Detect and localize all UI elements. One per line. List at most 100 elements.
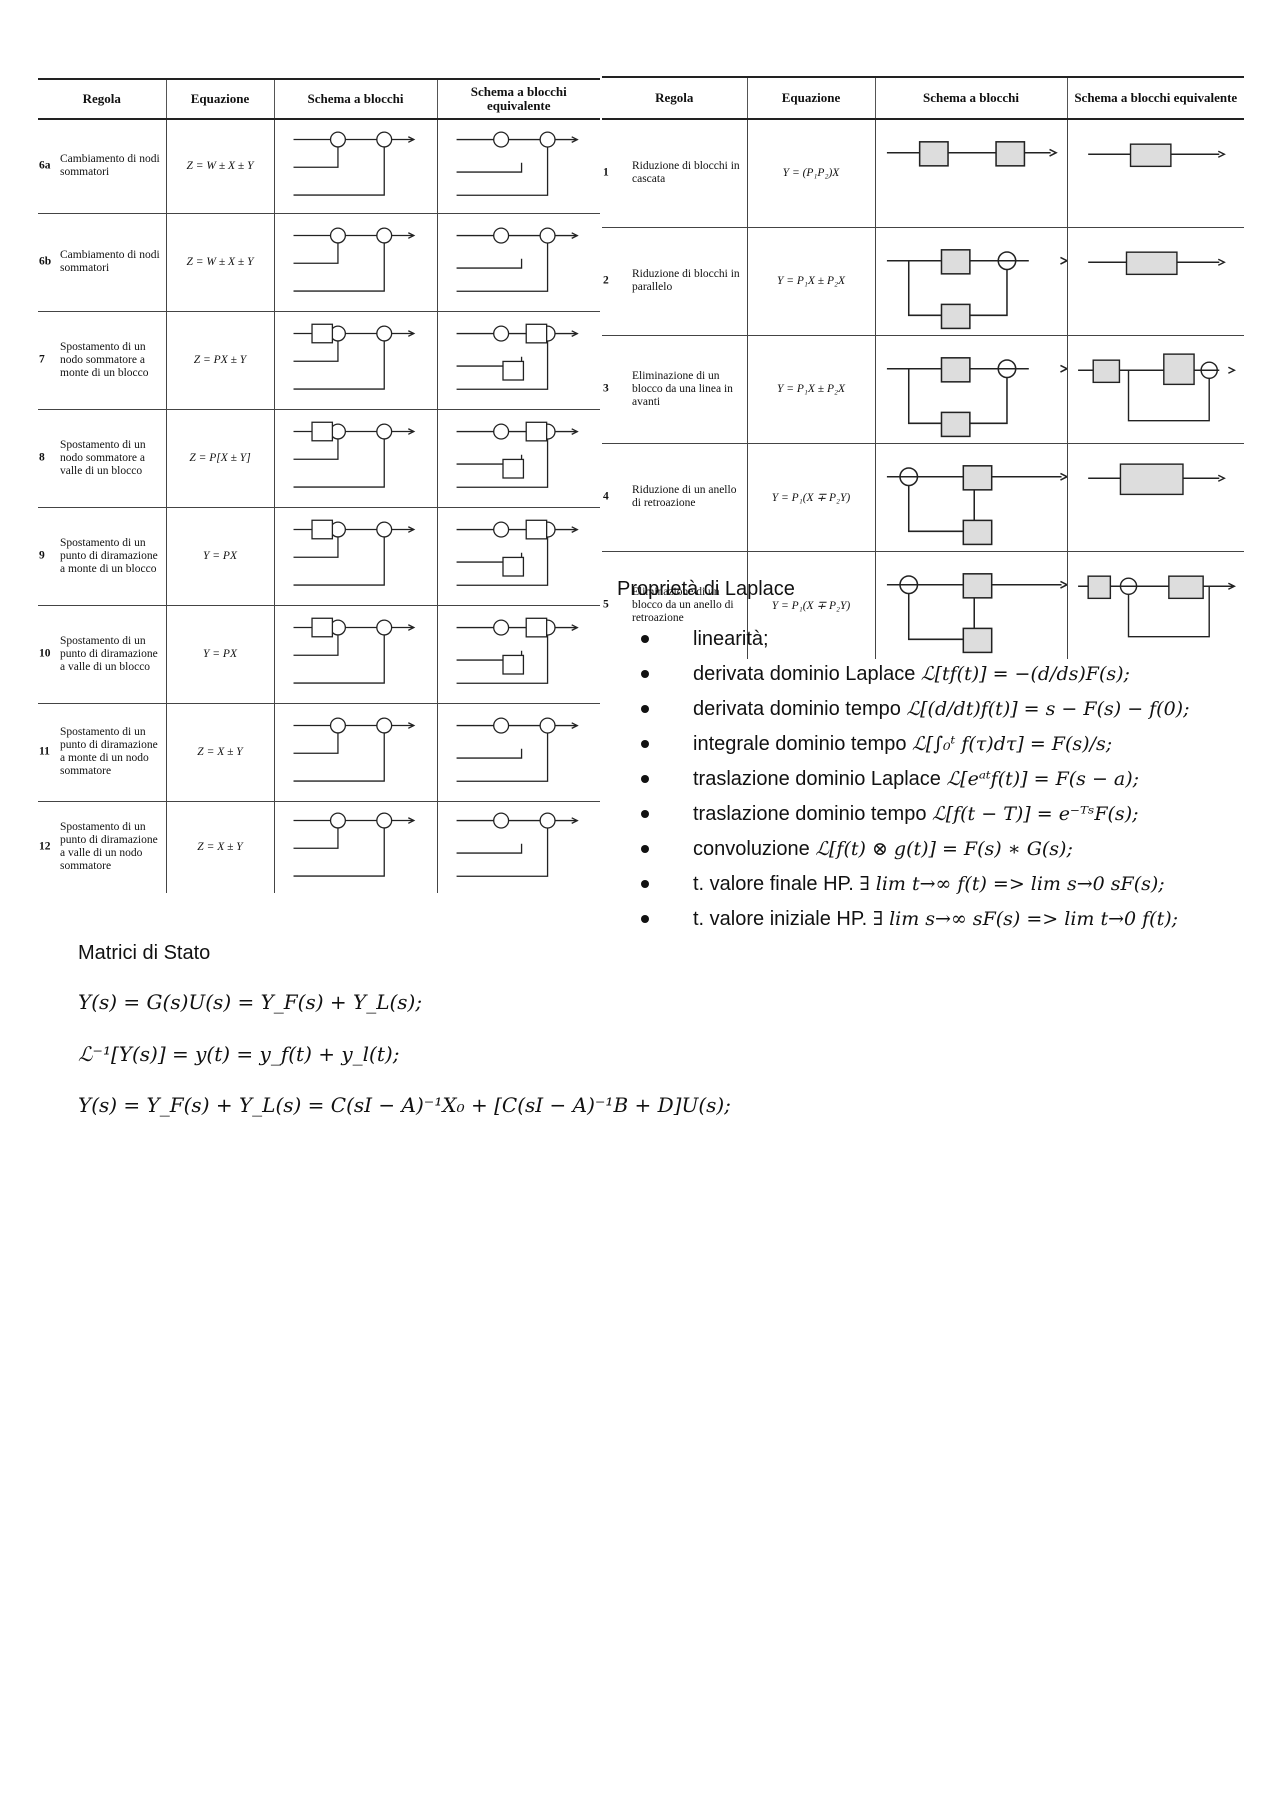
- property-formula: ℒ[f(t) ⊗ g(t)] = F(s) ∗ G(s);: [815, 838, 1073, 860]
- bullet-icon: [641, 670, 649, 678]
- bullet-icon: [641, 880, 649, 888]
- rule-row: 7 Spostamento di un nodo sommatore a mont…: [38, 310, 600, 409]
- rule-number: 7: [39, 353, 45, 366]
- rule-equation: Y = P₁X ± P₂X: [746, 226, 875, 336]
- equivalent-block-diagram: [436, 212, 600, 311]
- property-formula: ∃ lim s→∞ sF(s) => lim t→0 f(t);: [872, 908, 1179, 930]
- equivalent-block-diagram: [1066, 442, 1244, 552]
- property-label: traslazione dominio tempo: [693, 803, 933, 825]
- state-equation-2: ℒ⁻¹[Y(s)] = y(t) = y_f(t) + y_l(t);: [78, 1042, 400, 1066]
- block-diagram-sketch: [886, 141, 1058, 167]
- rule-name: Cambiamento di nodi sommatori: [60, 249, 160, 274]
- block-diagram-sketch: [293, 227, 415, 292]
- state-matrices-title: Matrici di Stato: [78, 942, 211, 964]
- rule-equation: Z = W ± X ± Y: [165, 118, 274, 213]
- equivalent-block-diagram: [436, 310, 600, 409]
- block-diagram-sketch: [293, 131, 415, 196]
- rule-name: Riduzione di blocchi in parallelo: [632, 268, 740, 294]
- rule-name: Spostamento di un nodo sommatore a valle…: [60, 438, 146, 477]
- block-diagram: [273, 212, 437, 311]
- rule-cell: 7 Spostamento di un nodo sommatore a mont…: [38, 310, 166, 409]
- equivalent-block-diagram: [436, 604, 600, 703]
- property-label: convoluzione: [693, 838, 816, 860]
- rule-number: 6a: [39, 159, 51, 172]
- rule-name: Eliminazione di un blocco da una linea i…: [632, 369, 733, 408]
- rule-row: 11 Spostamento di un punto di diramazione…: [38, 702, 600, 801]
- rule-name: Riduzione di un anello di retroazione: [632, 484, 737, 510]
- block-diagram: [273, 702, 437, 801]
- rule-number: 1: [603, 166, 609, 179]
- property-formula: ∃ lim t→∞ f(t) => lim s→0 sF(s);: [859, 873, 1165, 895]
- block-diagram-sketch: [1087, 251, 1226, 276]
- block-diagram-sketch: [456, 617, 579, 684]
- equivalent-block-diagram: [436, 800, 600, 893]
- rule-number: 6b: [39, 255, 52, 268]
- block-diagram: [874, 550, 1067, 659]
- block-diagram-sketch: [886, 572, 1067, 653]
- rule-cell: 6b Cambiamento di nodi sommatori: [38, 212, 166, 311]
- block-diagram-sketch: [293, 812, 415, 877]
- rule-number: 10: [39, 647, 51, 660]
- block-diagram-sketch: [456, 421, 579, 488]
- property-formula: ℒ[f(t − T)] = e⁻ᵀˢF(s);: [932, 803, 1139, 825]
- rule-number: 5: [603, 598, 609, 611]
- property-formula: ℒ[(d/dt)f(t)] = s − F(s) − f(0);: [906, 698, 1190, 720]
- equivalent-block-diagram: [436, 506, 600, 605]
- rule-equation: Y = P₁X ± P₂X: [746, 334, 875, 444]
- block-diagram-sketch: [456, 226, 579, 292]
- rule-number: 11: [39, 745, 50, 758]
- rule-number: 2: [603, 274, 609, 287]
- rule-row: 4 Riduzione di un anello di retroazione Y …: [602, 442, 1244, 552]
- block-diagram-sketch: [886, 356, 1067, 438]
- bullet-icon: [641, 740, 649, 748]
- header-equazione: Equazione: [165, 78, 274, 120]
- rule-equation: Z = X ± Y: [165, 702, 274, 801]
- rule-name: Spostamento di un punto di diramazione a…: [60, 726, 158, 777]
- bullet-icon: [641, 810, 649, 818]
- block-diagram-sketch: [1087, 143, 1226, 168]
- header-equazione: Equazione: [746, 76, 875, 120]
- rule-name: Cambiamento di nodi sommatori: [60, 153, 160, 179]
- rule-equation: Z = PX ± Y: [165, 310, 274, 409]
- block-rules-table-left: Regola Equazione Schema a blocchi Schema…: [38, 78, 600, 893]
- block-diagram: [874, 442, 1067, 552]
- block-diagram-sketch: [886, 464, 1067, 546]
- bullet-icon: [641, 775, 649, 783]
- rule-name: Spostamento di un punto di diramazione a…: [60, 821, 158, 872]
- equivalent-block-diagram: [1066, 118, 1244, 228]
- block-diagram: [874, 226, 1067, 336]
- block-diagram: [273, 604, 437, 703]
- laplace-title: Proprietà di Laplace: [617, 578, 795, 600]
- block-diagram-sketch: [293, 617, 415, 684]
- rule-name: Spostamento di un punto di diramazione a…: [60, 634, 158, 673]
- rule-equation: Y = P₁(X ∓ P₂Y): [746, 442, 875, 552]
- rule-equation: Y = P₁(X ∓ P₂Y): [746, 550, 875, 659]
- equivalent-block-diagram: [1066, 550, 1244, 659]
- rule-row: 10 Spostamento di un punto di diramazione…: [38, 604, 600, 703]
- equivalent-block-diagram: [436, 118, 600, 213]
- property-label: traslazione dominio Laplace: [693, 768, 947, 790]
- block-diagram: [273, 310, 437, 409]
- rule-number: 9: [39, 549, 45, 562]
- block-diagram-sketch: [456, 131, 579, 196]
- block-diagram-sketch: [456, 519, 579, 586]
- rule-cell: 6a Cambiamento di nodi sommatori: [38, 118, 166, 213]
- rule-number: 4: [603, 490, 609, 503]
- block-diagram-sketch: [293, 717, 415, 782]
- rule-name: Spostamento di un nodo sommatore a monte…: [60, 340, 149, 379]
- block-diagram: [273, 118, 437, 213]
- rule-equation: Y = (P₁P₂)X: [746, 118, 875, 228]
- property-label: integrale dominio tempo: [693, 733, 913, 755]
- block-diagram-sketch: [293, 519, 415, 586]
